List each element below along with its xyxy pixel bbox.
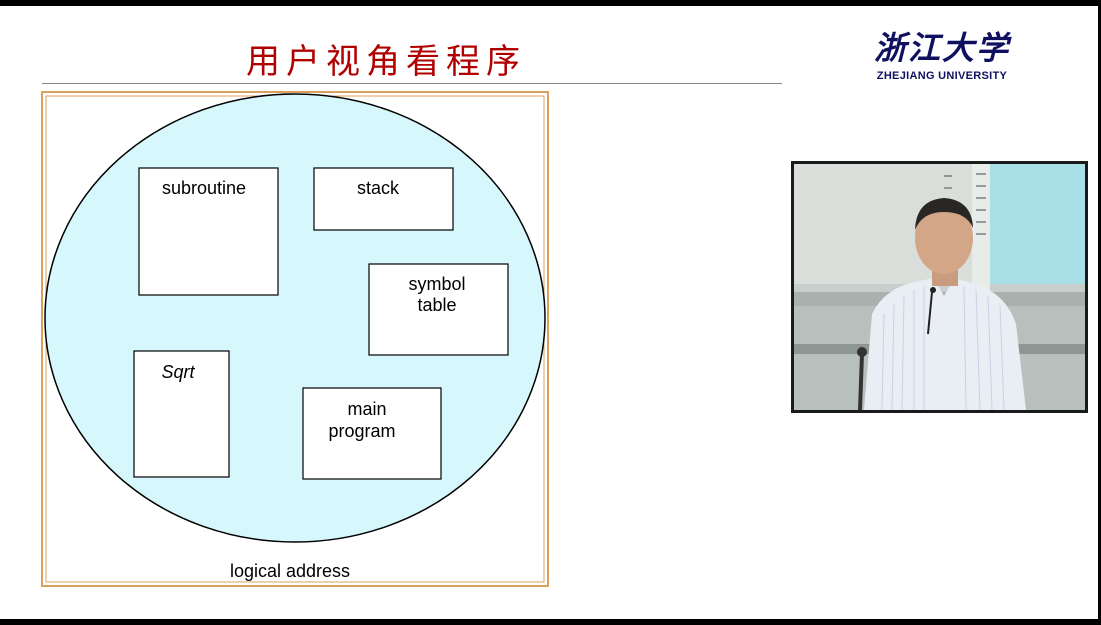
title-divider bbox=[42, 83, 782, 84]
logo-chinese: 浙江大学 bbox=[873, 29, 1010, 67]
label-main-program-line1: main bbox=[347, 399, 386, 419]
video-frame-image bbox=[794, 164, 1085, 410]
label-symbol-table-line2: table bbox=[417, 295, 456, 315]
box-sqrt bbox=[133, 350, 230, 478]
label-stack: stack bbox=[357, 178, 400, 198]
university-logo: 浙江大学 ZHEJIANG UNIVERSITY bbox=[842, 28, 1042, 92]
slide-title: 用户视角看程序 bbox=[246, 42, 526, 82]
label-main-program-line2: program bbox=[328, 421, 395, 441]
logo-english: ZHEJIANG UNIVERSITY bbox=[876, 70, 1008, 82]
box-main-program bbox=[302, 387, 442, 480]
diagram-caption: logical address bbox=[230, 561, 350, 581]
lecturer-video bbox=[791, 161, 1088, 413]
box-subroutine bbox=[138, 167, 279, 296]
label-symbol-table-line1: symbol bbox=[408, 274, 465, 294]
box-stack bbox=[313, 167, 454, 231]
label-sqrt: Sqrt bbox=[161, 362, 195, 382]
box-symbol-table bbox=[368, 263, 509, 356]
label-subroutine: subroutine bbox=[162, 178, 246, 198]
